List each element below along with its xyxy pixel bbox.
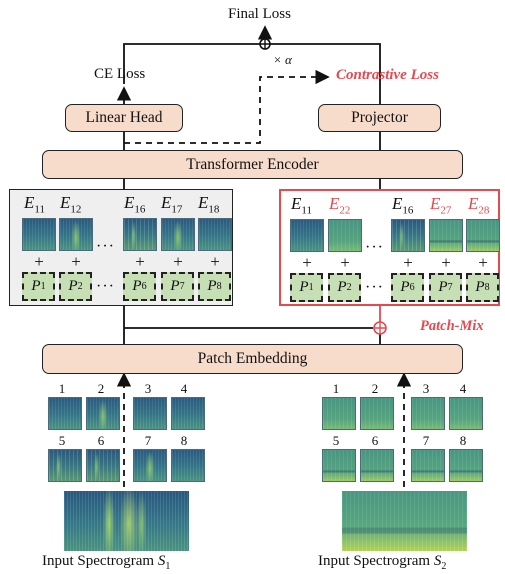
plus-sign: +	[478, 253, 488, 272]
input-patch-tile	[322, 449, 356, 482]
linear-head-box: Linear Head	[65, 104, 183, 132]
patch-number: 8	[180, 433, 188, 448]
embedding-label: E18	[198, 193, 220, 216]
input-spectrogram-s2-caption: Input Spectrogram S2	[318, 553, 447, 572]
embedding-label-mixed: E22	[329, 194, 351, 217]
patch-number: 1	[58, 381, 66, 396]
ellipsis: ···	[365, 239, 384, 256]
input-patch-tile	[449, 397, 483, 430]
ellipsis: ···	[96, 278, 115, 295]
patch-tile	[391, 219, 425, 252]
final-loss-label: Final Loss	[228, 6, 291, 22]
patch-number: 6	[97, 433, 105, 448]
input-patch-tile	[48, 397, 82, 430]
embedding-label: E16	[124, 193, 146, 216]
plus-sign: +	[210, 252, 220, 271]
input-patch-tile	[171, 449, 205, 482]
input-patch-tile	[86, 397, 120, 430]
input-spectrogram-s1-caption: Input Spectrogram S1	[42, 553, 171, 572]
patch-number: 3	[144, 381, 152, 396]
patch-number: 1	[332, 381, 340, 396]
contrastive-dashed-arrow	[124, 69, 330, 144]
projector-box: Projector	[318, 104, 441, 132]
embedding-label: E11	[24, 193, 45, 216]
contrastive-loss-label: Contrastive Loss	[336, 67, 439, 83]
patch-number: 4	[459, 381, 467, 396]
patch-tile	[198, 218, 232, 251]
input-patch-tile	[322, 397, 356, 430]
patch-tile	[123, 218, 157, 251]
ellipsis: ···	[96, 238, 115, 255]
alpha-weight-label: × α	[273, 52, 292, 67]
input-patch-tile	[411, 397, 445, 430]
plus-sign: +	[403, 253, 413, 272]
input-patch-tile	[133, 449, 167, 482]
plus-sign: +	[340, 253, 350, 272]
patch-number: 2	[97, 381, 105, 396]
plus-sign: +	[173, 252, 183, 271]
patch-tile-mixed	[429, 219, 463, 252]
input-patch-tile	[449, 449, 483, 482]
patch-number: 6	[371, 433, 379, 448]
patch-number: 2	[371, 381, 379, 396]
patch-tile-mixed	[466, 219, 500, 252]
embedding-label-mixed: E28	[468, 194, 490, 217]
patch-tile	[161, 218, 195, 251]
input-patch-tile	[48, 449, 82, 482]
input-spectrogram-s1	[64, 491, 189, 551]
patch-embedding-box: Patch Embedding	[42, 344, 463, 374]
patch-tile	[290, 219, 324, 252]
ce-loss-label: CE Loss	[94, 66, 146, 82]
input-patch-tile	[171, 397, 205, 430]
plus-sign: +	[135, 252, 145, 271]
patch-number: 3	[422, 381, 430, 396]
projector-to-sum-line	[268, 43, 381, 104]
transformer-encoder-box: Transformer Encoder	[42, 150, 463, 179]
input-patch-tile	[360, 397, 394, 430]
embedding-label-mixed: E27	[430, 194, 452, 217]
ce-to-sum-line	[123, 43, 262, 84]
input-spectrogram-s2	[342, 491, 467, 551]
input-patch-tile	[86, 449, 120, 482]
input-patch-tile	[133, 397, 167, 430]
embedding-label: E11	[291, 194, 312, 217]
plus-sign: +	[441, 253, 451, 272]
patch-tile-mixed	[328, 219, 362, 252]
plus-sign: +	[34, 252, 44, 271]
embedding-label: E17	[161, 193, 183, 216]
embedding-label: E12	[60, 193, 82, 216]
input-patch-tile	[411, 449, 445, 482]
patch-number: 7	[422, 433, 430, 448]
patch-number: 4	[180, 381, 188, 396]
embedding-label: E16	[392, 194, 414, 217]
patch-tile	[22, 218, 56, 251]
patch-mix-label: Patch-Mix	[420, 318, 484, 334]
patch-tile	[59, 218, 93, 251]
patch-number: 5	[58, 433, 66, 448]
patch-number: 5	[332, 433, 340, 448]
plus-sign: +	[71, 252, 81, 271]
patch-number: 7	[144, 433, 152, 448]
input-patch-tile	[360, 449, 394, 482]
plus-sign: +	[302, 253, 312, 272]
ellipsis: ···	[365, 279, 384, 296]
patch-number: 8	[459, 433, 467, 448]
